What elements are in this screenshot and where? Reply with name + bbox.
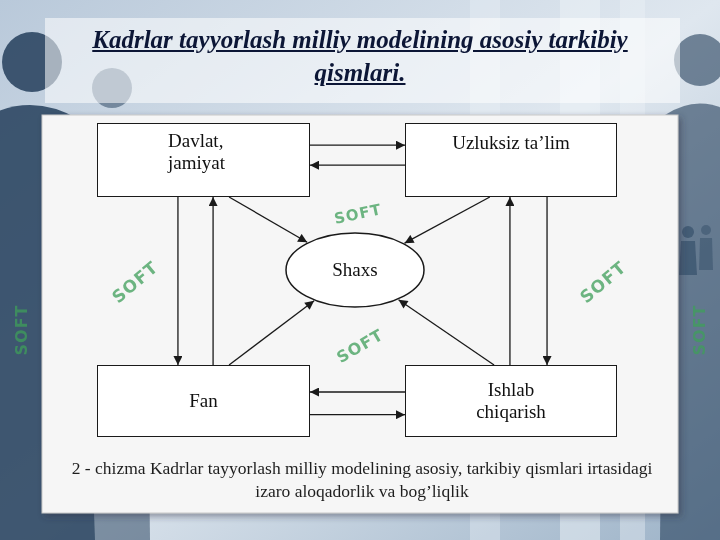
node-label: Shaxs <box>332 259 377 281</box>
node-label: Fan <box>189 390 218 412</box>
node-label: Ishlab chiqarish <box>465 379 557 423</box>
title-panel <box>45 18 680 103</box>
watermark: SOFT <box>576 257 630 307</box>
ellipse-outline <box>285 232 425 308</box>
arrow-connector <box>405 197 490 243</box>
arrow-connector <box>310 145 405 146</box>
process-box: Fan <box>97 365 310 437</box>
image-panel <box>42 115 678 513</box>
process-box: Uzluksiz ta’lim <box>405 123 617 197</box>
center-ellipse: Shaxs <box>285 232 425 308</box>
arrow-connector <box>546 197 547 365</box>
watermark: SOFT <box>690 305 709 356</box>
watermark: SOFT <box>12 305 31 356</box>
process-box: Ishlab chiqarish <box>405 365 617 437</box>
process-box: Davlat, jamiyat <box>97 123 310 197</box>
arrow-connector <box>310 391 405 392</box>
ellipse-shape <box>286 233 424 307</box>
arrow-connector <box>177 197 178 365</box>
node-label: Uzluksiz ta’lim <box>452 132 570 154</box>
slide-title: Kadrlar tayyorlash milliy modelining aso… <box>70 24 650 89</box>
figure-caption: 2 - chizma Kadrlar tayyorlash milliy mod… <box>66 457 658 503</box>
node-label: Davlat, jamiyat <box>168 130 250 174</box>
arrow-connector <box>310 414 405 415</box>
people-silhouettes <box>0 32 720 540</box>
arrow-connector <box>310 165 405 166</box>
watermark: SOFT <box>333 325 387 367</box>
arrow-connector <box>399 300 494 365</box>
watermark: SOFT <box>108 257 162 307</box>
arrow-connector <box>212 197 213 365</box>
arrow-connector <box>509 197 510 365</box>
arrow-connector <box>229 301 314 365</box>
watermark: SOFT <box>333 200 384 228</box>
arrow-connector <box>229 197 307 242</box>
